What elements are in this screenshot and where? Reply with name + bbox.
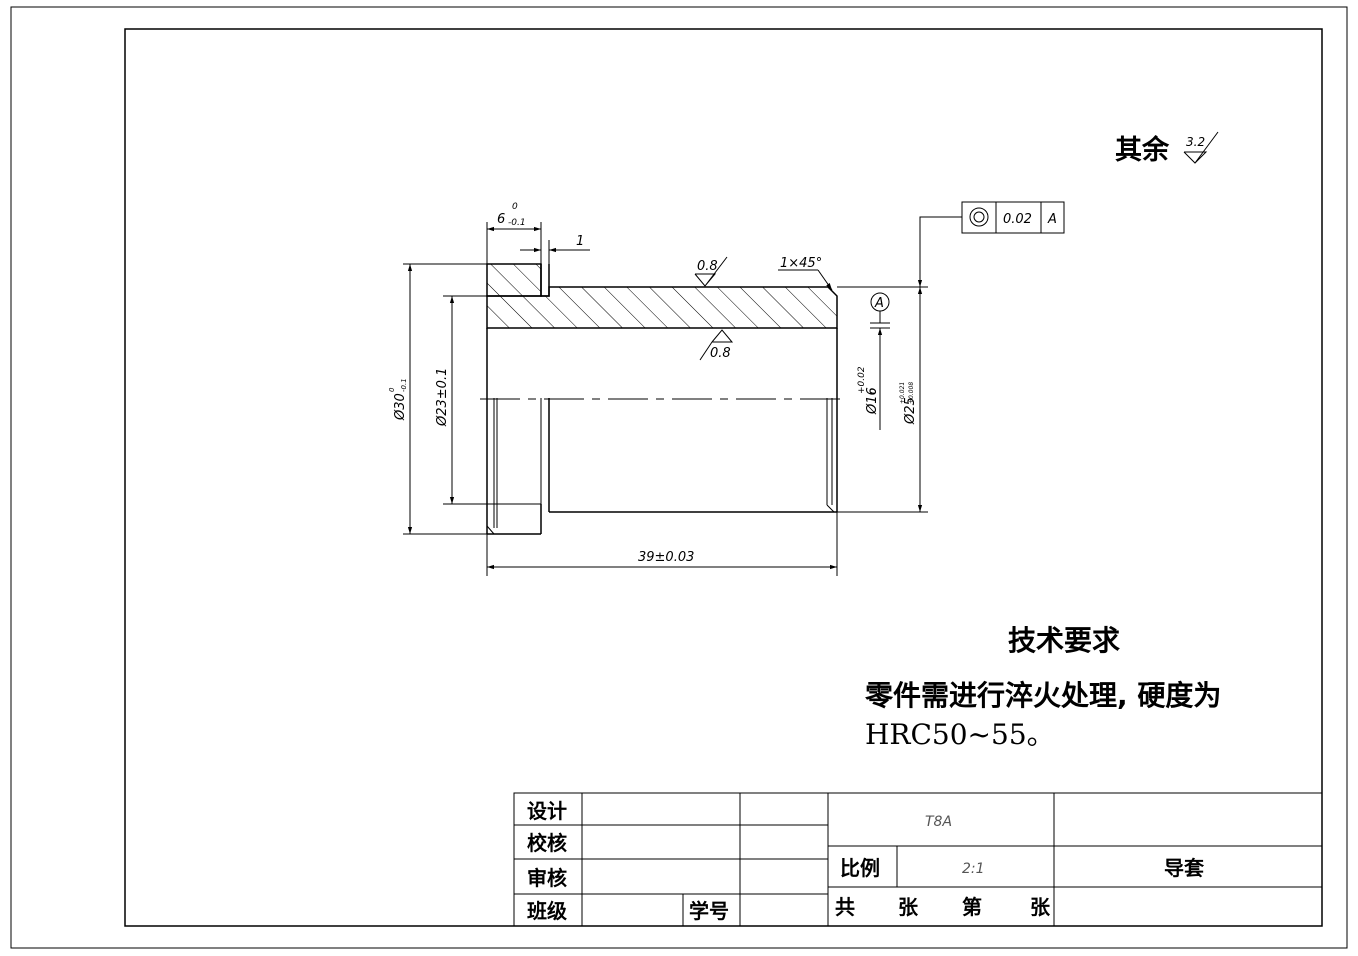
dim-body-dia: Ø25 [903,397,918,425]
dim-outer-shoulder-dia: Ø30 [393,393,408,421]
dim-body-tol-upper: +0.021 [899,382,906,404]
tolerance-datum: A [1047,212,1057,227]
roughness-symbol-icon [1183,131,1219,164]
tb-class: 班级 [527,899,567,923]
dim-roughness-inner: 0.8 [710,346,731,361]
surface-note-prefix: 其余 [1115,134,1170,166]
tb-sheet: 张 [1030,895,1051,919]
tb-sheet-no: 第 [962,895,982,919]
tb-material: T8A [925,814,952,830]
roughness-outer-icon [694,256,728,287]
dim-bore-dia: Ø16 [865,387,880,415]
tolerance-frame: 0.02 A [917,201,1065,287]
dim-outer-shoulder-tol-upper: 0 [388,387,396,392]
tb-scale-value: 2:1 [962,861,985,877]
chamfer-line-right [826,504,835,513]
dim-body-tol-lower: +0.008 [908,382,915,404]
title-block [513,792,1323,927]
tech-req-line2: HRC50~55。 [865,718,1055,751]
dim-bore-tol-lower: 0 [869,388,879,394]
dim-outer-shoulder-tol-lower: -0.1 [400,378,408,392]
tb-total: 共 [835,895,855,919]
datum-label: A [874,296,884,311]
tech-requirements: 技术要求 零件需进行淬火处理, 硬度为 HRC50~55。 [865,624,1221,751]
tech-req-line1: 零件需进行淬火处理, 硬度为 [865,679,1221,712]
dim-shoulder-tol-lower: -0.1 [508,218,526,228]
chamfer-line-left [486,525,495,535]
tb-design: 设计 [527,799,567,823]
dim-shoulder-tol-upper: 0 [512,202,518,212]
dim-outer-dia: Ø23±0.1 [435,368,450,427]
dim-roughness-outer: 0.8 [697,259,718,274]
tb-sheets: 张 [898,895,919,919]
tolerance-value: 0.02 [1003,212,1032,227]
concentricity-icon [969,207,989,227]
dim-shoulder-width: 6 [497,212,505,227]
groove [540,264,550,297]
dim-bore-tol-upper: +0.02 [857,366,867,394]
surface-note-roughness: 3.2 [1186,135,1205,149]
shoulder-section [486,263,542,297]
title-block-text: 设计 校核 审核 班级 学号 T8A 比例 2:1 导套 共 张 第 张 [527,799,1204,923]
tb-proofread: 校核 [527,831,567,855]
tb-scale-label: 比例 [840,856,880,880]
tb-part-name: 导套 [1164,856,1204,880]
tb-student-id: 学号 [689,899,729,923]
surface-finish-note: 其余 3.2 [1115,131,1219,166]
part-section [480,263,845,535]
tb-review: 审核 [527,866,567,890]
dimensions: 6 0 -0.1 1 0.8 0.8 1×45° A Ø30 0 -0.1 [388,202,928,576]
dim-length: 39±0.03 [638,550,694,565]
dim-chamfer: 1×45° [780,256,822,271]
roughness-inner-icon [699,329,734,361]
dim-groove: 1 [576,234,584,249]
tech-req-title: 技术要求 [1008,624,1120,657]
outer-frame [10,6,1348,949]
